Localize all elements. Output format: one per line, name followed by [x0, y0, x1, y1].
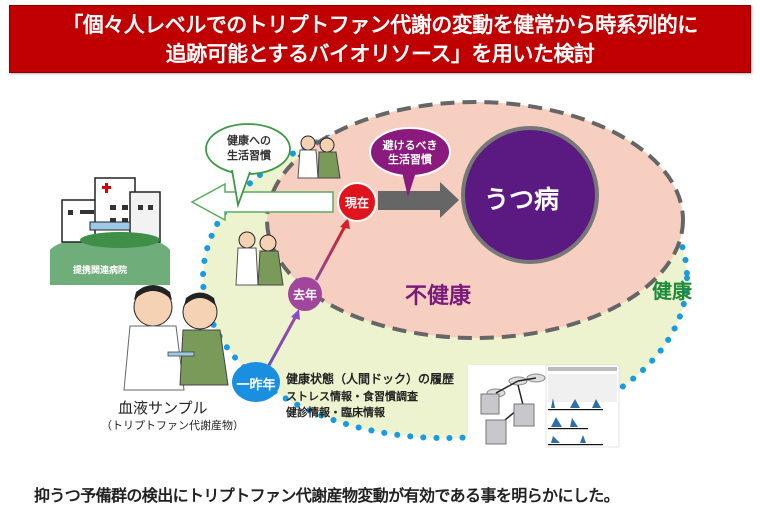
avoid-habits-line-1: 避けるべき: [382, 139, 438, 152]
two-years-ago-label: 一昨年: [236, 378, 276, 393]
healthy-habits-arrow: [190, 182, 334, 222]
conclusion-text: 抑うつ予備群の検出にトリプトファン代謝産物変動が有効である事を明らかにした。: [34, 486, 620, 505]
avoid-habits-bubble-text: 避けるべき 生活習慣: [365, 139, 455, 167]
avoid-habits-line-2: 生活習慣: [388, 153, 432, 166]
title-banner: 「個々人レベルでのトリプトファン代謝の変動を健常から時系列的に 追跡可能とするバ…: [9, 5, 751, 73]
history-line-1: 健康状態（人間ドック）の履歴: [286, 372, 455, 386]
analysis-charts-illustration: [545, 364, 620, 448]
unhealthy-boundary-dashes: [265, 100, 685, 340]
history-line-2: ストレス情報・食習慣調査: [286, 390, 418, 403]
arrow-twoyr-to-lastyr: [266, 315, 298, 368]
node-now: [337, 182, 377, 222]
avoid-habits-bubble: [369, 127, 451, 197]
arrowhead-lastyr: [291, 309, 300, 320]
nurse-patient-illustration-last-year: [235, 231, 284, 286]
arrowhead-now: [340, 218, 350, 229]
last-year-label: 去年: [292, 288, 317, 302]
healthy-habits-line-1: 健康への: [227, 134, 271, 147]
depression-label: うつ病: [484, 185, 560, 214]
title-line-1: 「個々人レベルでのトリプトファン代謝の変動を健常から時系列的に: [62, 13, 698, 37]
depression-circle: [461, 126, 599, 264]
nurse-patient-illustration-now: [297, 135, 341, 179]
healthy-habits-bubble-text: 健康への 生活習慣: [205, 133, 293, 163]
avoid-habits-arrow: [378, 182, 459, 218]
history-line-3: 健診情報・臨床情報: [286, 406, 385, 419]
title-line-2: 追跡可能とするバイオリソース」を用いた検討: [165, 42, 595, 66]
now-label: 現在: [344, 196, 369, 210]
hospital-label: 提携関連病院: [73, 266, 128, 276]
blood-sample-label: 血液サンプル: [118, 399, 208, 417]
node-last-year: [288, 277, 322, 311]
healthy-habits-bubble: [205, 123, 291, 209]
database-illustration: [468, 365, 548, 447]
blood-draw-illustration: [123, 285, 229, 391]
hospital-illustration: [50, 177, 170, 285]
arrow-lastyr-to-now: [314, 225, 347, 281]
healthy-label: 健康: [652, 279, 692, 303]
unhealthy-label: 不健康: [405, 284, 472, 309]
healthy-habits-line-2: 生活習慣: [227, 149, 271, 162]
node-two-years-ago: [232, 362, 280, 402]
blood-sample-sublabel: （トリプトファン代謝産物）: [101, 419, 244, 432]
